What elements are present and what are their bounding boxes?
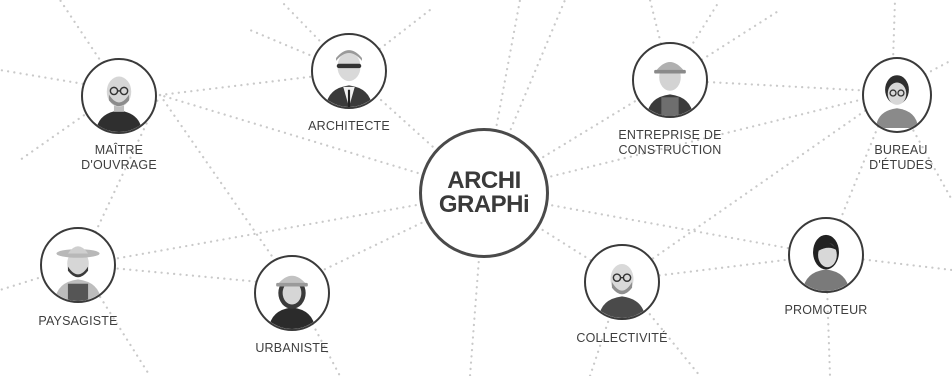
collectivite-label-line1: COLLECTIVITÉ — [576, 331, 668, 345]
maitre-label-line1: MAÎTRE — [94, 143, 144, 157]
bureau-label-line2: D'ÉTUDES — [869, 158, 933, 172]
entreprise-label-line1: ENTREPRISE DE — [618, 128, 722, 142]
older-man-glasses-icon — [598, 264, 646, 318]
archigraphi-logo: ARCHI GRAPHi — [419, 128, 549, 258]
collectivite-label: COLLECTIVITÉ — [576, 331, 667, 346]
maitre-ouvrage-label: MAÎTRE D'OUVRAGE — [81, 143, 157, 173]
urbaniste-label-line1: URBANISTE — [255, 341, 329, 355]
promoteur-avatar — [788, 217, 864, 293]
urbaniste-avatar — [254, 255, 330, 331]
architecte-label-line1: ARCHITECTE — [308, 119, 390, 133]
woman-glasses-icon — [875, 75, 919, 128]
architect-man-icon — [325, 50, 373, 107]
bureau-etudes-avatar — [862, 57, 932, 133]
entreprise-avatar — [632, 42, 708, 118]
paysagiste-label-line1: PAYSAGISTE — [38, 314, 118, 328]
woman-hardhat-icon — [268, 275, 316, 329]
bald-man-icon — [95, 76, 143, 132]
entreprise-label: ENTREPRISE DE CONSTRUCTION — [618, 128, 721, 158]
maitre-label-line2: D'OUVRAGE — [81, 158, 157, 172]
architecte-avatar — [311, 33, 387, 109]
collectivite-avatar — [584, 244, 660, 320]
logo-line-2: GRAPHi — [438, 191, 530, 218]
landscaper-hat-icon — [54, 246, 102, 301]
promoteur-label-line1: PROMOTEUR — [784, 303, 868, 317]
architecte-label: ARCHITECTE — [308, 119, 390, 134]
maitre-ouvrage-avatar — [81, 58, 157, 134]
bureau-label-line1: BUREAU — [874, 143, 928, 157]
construction-worker-icon — [646, 62, 694, 116]
promoteur-label: PROMOTEUR — [784, 303, 867, 318]
paysagiste-label: PAYSAGISTE — [38, 314, 117, 329]
bureau-etudes-label: BUREAU D'ÉTUDES — [869, 143, 933, 173]
urbaniste-label: URBANISTE — [255, 341, 328, 356]
woman-dark-hair-icon — [802, 234, 850, 291]
paysagiste-avatar — [40, 227, 116, 303]
entreprise-label-line2: CONSTRUCTION — [618, 143, 722, 157]
logo-line-1: ARCHI — [447, 167, 521, 194]
